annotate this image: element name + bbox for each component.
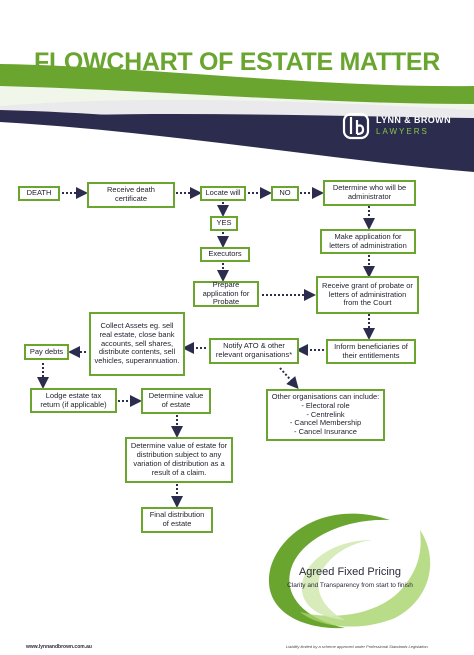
node-prepare-application-probate: Prepare application for Probate bbox=[193, 280, 259, 307]
node-determine-value: Determine value of estate bbox=[141, 388, 211, 414]
node-yes: YES bbox=[210, 216, 238, 231]
arrow-notify-other bbox=[279, 367, 299, 389]
node-determine-administrator: Determine who will be administrator bbox=[323, 180, 416, 206]
node-executors: Executors bbox=[200, 247, 250, 262]
node-inform-beneficiaries: Inform beneficiaries of their entitlemen… bbox=[326, 339, 416, 364]
node-other-organisations: Other organisations can include: - Elect… bbox=[266, 389, 385, 441]
node-locate-will: Locate will bbox=[200, 186, 246, 201]
node-receive-death-certificate: Receive death certificate bbox=[87, 182, 175, 208]
node-collect-assets: Collect Assets eg. sell real estate, clo… bbox=[89, 312, 185, 376]
logo-text: LYNN & BROWN LAWYERS bbox=[376, 116, 451, 136]
node-pay-debts: Pay debts bbox=[24, 344, 69, 360]
footer-url[interactable]: www.lynnandbrown.com.au bbox=[26, 644, 92, 650]
node-lodge-tax-return: Lodge estate tax return (if applicable) bbox=[30, 388, 117, 413]
page-title: FLOWCHART OF ESTATE MATTER bbox=[33, 48, 441, 76]
pricing-title: Agreed Fixed Pricing bbox=[298, 566, 402, 578]
node-death: DEATH bbox=[18, 186, 60, 201]
node-make-application-letters: Make application for letters of administ… bbox=[320, 229, 416, 254]
node-receive-grant: Receive grant of probate or letters of a… bbox=[316, 276, 419, 314]
footer-liability: Liability limited by a scheme approved u… bbox=[286, 644, 429, 649]
header-swoosh bbox=[0, 64, 474, 172]
logo-tagline: LAWYERS bbox=[376, 127, 429, 136]
logo-icon bbox=[342, 112, 370, 140]
node-determine-value-distribution: Determine value of estate for distributi… bbox=[125, 437, 233, 483]
logo-name: LYNN & BROWN bbox=[376, 115, 451, 125]
node-final-distribution: Final distribution of estate bbox=[141, 507, 213, 533]
pricing-subtitle: Clarity and Transparency from start to f… bbox=[287, 582, 413, 589]
node-notify-ato: Notify ATO & other relevant organisation… bbox=[209, 338, 299, 364]
node-no: NO bbox=[271, 186, 299, 201]
